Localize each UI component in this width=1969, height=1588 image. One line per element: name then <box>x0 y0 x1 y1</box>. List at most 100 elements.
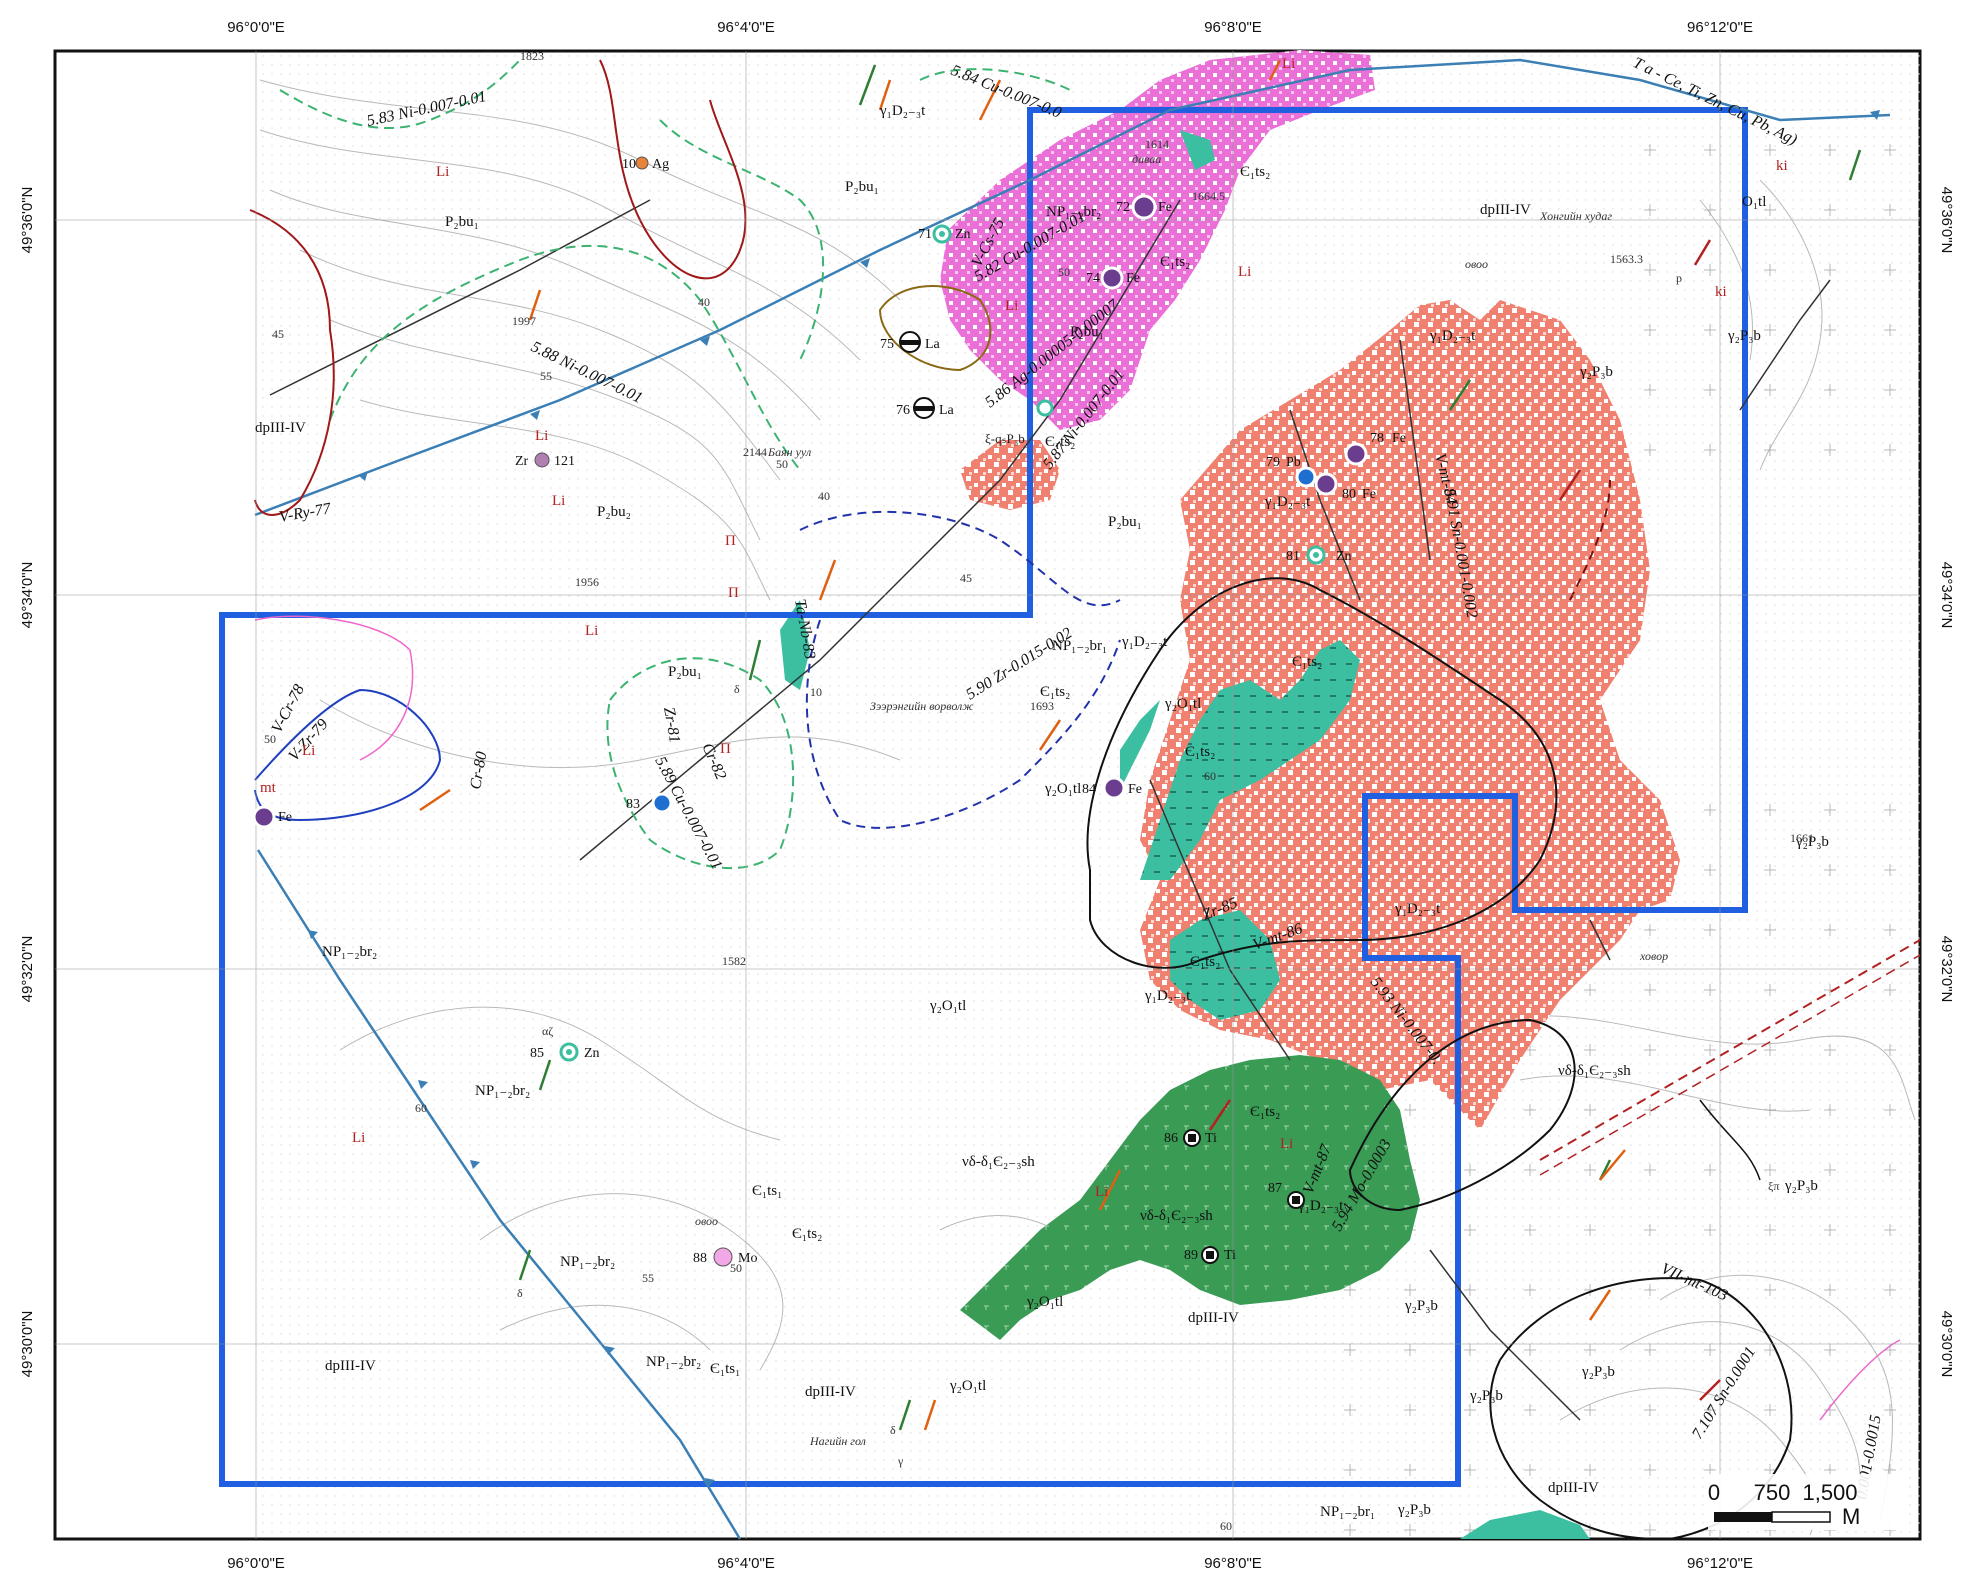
dip-value: 40 <box>698 295 710 309</box>
unit-label: NP₁₋₂br₁ <box>1052 638 1107 654</box>
fault-teeth <box>308 110 1880 1487</box>
unit-label: O₁tl <box>1742 194 1766 210</box>
unit-label: γ₂P₃b <box>1579 364 1613 380</box>
svg-text:76: 76 <box>896 403 910 418</box>
dip-values: 45 55 40 50 40 45 50 10 60 60 55 50 60 5… <box>264 265 1232 1533</box>
teal-unit-zone <box>1140 640 1360 880</box>
unit-label: Є₁ts₁ <box>752 1183 782 1199</box>
svg-text:10: 10 <box>622 157 636 172</box>
lat-label-right: 49°32'0"N <box>1938 936 1955 1003</box>
svg-text:Ti: Ti <box>1224 1248 1236 1263</box>
svg-text:74: 74 <box>1086 271 1100 286</box>
lat-label-left: 49°34'0"N <box>19 562 36 629</box>
unit-label: Є₁ts₂ <box>1250 1104 1280 1120</box>
unit-label: γ₂P₃b <box>1795 834 1829 850</box>
svg-text:88: 88 <box>693 1251 707 1266</box>
scale-unit: M <box>1842 1504 1860 1529</box>
longitude-labels-bottom: 96°0'0"E 96°4'0"E 96°8'0"E 96°12'0"E <box>227 1555 1753 1572</box>
structure-lines <box>269 199 1831 1421</box>
unit-label: P₂bu₁ <box>445 214 479 230</box>
unit-label: γ₁D₂₋₃t <box>1394 901 1441 917</box>
svg-text:La: La <box>939 403 955 418</box>
spot-height: 1823 <box>520 49 544 63</box>
svg-text:72: 72 <box>1116 200 1130 215</box>
unit-label: Є₁ts₂ <box>1160 254 1190 270</box>
longitude-labels-top: 96°0'0"E 96°4'0"E 96°8'0"E 96°12'0"E <box>227 19 1753 36</box>
lon-label-bottom: 96°8'0"E <box>1204 1555 1262 1572</box>
place-name: даваа <box>1132 152 1161 166</box>
salmon-unit-zone <box>1140 300 1680 1130</box>
scale-tick-label: 1,500 <box>1802 1480 1857 1505</box>
li-symbol: Li <box>535 428 548 444</box>
svg-text:81: 81 <box>1286 549 1300 564</box>
svg-text:83: 83 <box>626 797 640 812</box>
place-name: ховор <box>1639 949 1668 963</box>
dip-value: 50 <box>776 457 788 471</box>
svg-text:Pb: Pb <box>1286 455 1301 470</box>
unit-label: γ₁D₂₋₃t <box>1429 328 1476 344</box>
unit-label: NP₁₋₂br₂ <box>1046 204 1101 220</box>
occurrence-marker: 76 La <box>896 397 955 419</box>
svg-text:86: 86 <box>1164 1131 1178 1146</box>
delta-symbol: δ <box>734 682 740 696</box>
occurrence-marker: Fe <box>252 805 292 829</box>
unit-label: NP₁₋₂br₂ <box>322 944 377 960</box>
pi-symbol: Π <box>725 533 736 549</box>
li-symbol: Li <box>1280 1136 1293 1152</box>
lon-label-top: 96°4'0"E <box>717 19 775 36</box>
green-unit-zone <box>960 1055 1420 1340</box>
unit-label: γ₂O₁tl <box>1164 696 1201 712</box>
place-name: Баян уул <box>767 445 811 459</box>
unit-label: dpIII-IV <box>805 1384 856 1400</box>
lat-label-right: 49°30'0"N <box>1938 1311 1955 1378</box>
pi-symbol: Π <box>728 585 739 601</box>
unit-label: dpIII-IV <box>1188 1310 1239 1326</box>
svg-text:La: La <box>925 337 941 352</box>
svg-text:Zn: Zn <box>955 227 971 242</box>
place-name: Зээрэнгийн ворволж <box>870 699 973 713</box>
granite-cross-pattern-ne <box>1620 120 1920 500</box>
li-symbol: Li <box>436 164 449 180</box>
anomaly-label: Zr-81 <box>660 706 683 745</box>
unit-label: Є₁ts₂ <box>792 1226 822 1242</box>
unit-label: P₂bu₁ <box>1070 324 1104 340</box>
svg-text:Fe: Fe <box>1128 782 1142 797</box>
delta-symbol: δ <box>890 1423 896 1437</box>
occurrence-marker: 87 <box>1268 1181 1305 1209</box>
lat-label-left: 49°32'0"N <box>19 936 36 1003</box>
salmon-unit-small <box>960 440 1060 510</box>
spot-height: 1582 <box>722 954 746 968</box>
svg-text:121: 121 <box>554 454 575 469</box>
unit-label: P₂bu₁ <box>845 179 879 195</box>
li-symbol: Li <box>1282 56 1295 72</box>
place-name: овоо <box>695 1214 718 1228</box>
lat-label-right: 49°36'0"N <box>1938 187 1955 254</box>
svg-text:78: 78 <box>1370 431 1384 446</box>
unit-label: P₂bu₂ <box>597 504 631 520</box>
unit-label: γ₁D₂₋₃t <box>1297 1198 1344 1214</box>
gamma-symbol: γ <box>897 1454 904 1468</box>
place-name: Нагийн гол <box>809 1434 866 1448</box>
teal-unit-bottom <box>1460 1510 1590 1539</box>
teal-unit-nw <box>1180 130 1215 170</box>
anomaly-label: Cr-80 <box>467 750 490 790</box>
svg-text:75: 75 <box>880 337 894 352</box>
svg-text:Fe: Fe <box>278 810 292 825</box>
unit-label: γ₁D₂₋₃t <box>1121 634 1168 650</box>
unit-label: Є₁ts₁ <box>710 1361 740 1377</box>
dyke-strokes <box>419 59 1862 1431</box>
place-names: даваа Баян уул Зээрэнгийн ворволж Хонгий… <box>695 152 1668 1448</box>
pi-symbol: Π <box>720 741 731 757</box>
li-symbol: Li <box>302 743 315 759</box>
dip-value: 55 <box>642 1271 654 1285</box>
latitude-labels-right: 49°36'0"N 49°34'0"N 49°32'0"N 49°30'0"N <box>1938 187 1955 1378</box>
lon-label-top: 96°12'0"E <box>1687 19 1753 36</box>
